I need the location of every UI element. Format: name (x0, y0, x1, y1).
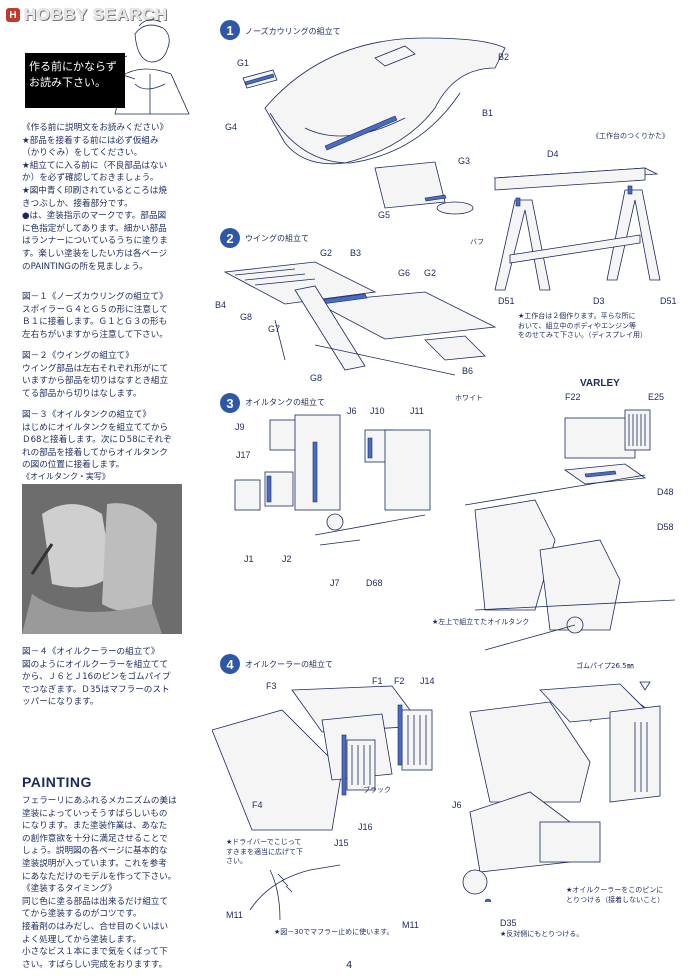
d35-note: ★反対側にもとりつける。 (500, 930, 584, 938)
label-J17: J17 (236, 450, 251, 460)
label-G8-left: G8 (240, 312, 253, 322)
label-D51-left: D51 (498, 296, 515, 306)
label-B4: B4 (215, 300, 227, 310)
paint-buff-label: バフ (470, 238, 484, 246)
label-J7: J7 (330, 578, 340, 588)
step-title-3: オイルタンクの組立て (245, 398, 325, 407)
label-J14: J14 (420, 676, 435, 686)
label-F4: F4 (252, 800, 263, 810)
step-title-1: ノーズカウリングの組立て (245, 27, 341, 36)
label-J16: J16 (358, 822, 373, 832)
label-D4: D4 (547, 149, 559, 159)
intro-notes: 《作る前に説明文をお読みください》 ★部品を接着する前には必ず仮組み （かりぐみ… (22, 123, 169, 272)
label-M11-right: M11 (402, 920, 419, 930)
muffler-note: ★図－30でマフラー止めに使います。 (274, 928, 394, 936)
label-J6-step4: J6 (452, 800, 462, 810)
label-J15: J15 (334, 838, 349, 848)
paint-white-label: ホワイト (455, 394, 483, 402)
stand-title: 《工作台のつくりかた》 (592, 132, 669, 140)
site-logo: H HOBBY SEARCH (6, 5, 168, 25)
label-J6: J6 (347, 406, 357, 416)
read-first-box: 作る前にかならず お読み下さい。 (25, 53, 125, 108)
label-J11: J11 (410, 406, 424, 416)
label-G5: G5 (378, 210, 391, 220)
painting-body: フェラーリにあふれるメカニズムの美は 塗装によっていっそうすばらしいもの になり… (22, 796, 177, 970)
label-G8-bottom: G8 (310, 373, 323, 383)
step-title-4: オイルクーラーの組立て (245, 660, 333, 669)
illustration-man (104, 19, 190, 115)
label-G3: G3 (458, 156, 471, 166)
logo-text: HOBBY SEARCH (24, 5, 168, 24)
painting-title: PAINTING (22, 774, 92, 790)
label-J2: J2 (282, 554, 292, 564)
label-G1: G1 (237, 58, 250, 68)
stand-note: ★工作台は２個作ります。平らな所に おいて、組立中のボディやエンジン等 をのせて… (518, 312, 648, 339)
label-B2: B2 (498, 52, 510, 62)
label-E25: E25 (648, 392, 665, 402)
oil-tank-assembly-drawing (464, 409, 676, 651)
oil-tank-drawing (234, 414, 431, 546)
label-J9: J9 (235, 422, 245, 432)
cooler-pin-note: ★オイルクーラーをこのピンに とりつける（接着しないこと） (566, 886, 665, 904)
engine-cooler-assembly-drawing (462, 681, 661, 902)
driver-note: ★ドライバーでこじって すきまを適当に広げて下 さい。 (226, 838, 303, 865)
logo-mark: H (6, 8, 20, 22)
fig3-note: 図－３《オイルタンクの組立て》 はじめにオイルタンクを組立ててから Ｄ68と接着… (22, 410, 172, 471)
label-B6: B6 (462, 366, 474, 376)
rubber-pipe-label: ゴムパイプ26.5㎜ (576, 662, 634, 670)
label-B3: B3 (350, 248, 362, 258)
photo-caption: 《オイルタンク・実写》 (22, 472, 110, 481)
label-D51-right: D51 (660, 296, 677, 306)
label-B1: B1 (482, 108, 494, 118)
step-number-2: 2 (220, 228, 240, 248)
label-F1: F1 (372, 676, 383, 686)
label-M11-left: M11 (226, 910, 243, 920)
step-number-3: 3 (220, 393, 240, 413)
label-G2-top: G2 (320, 248, 333, 258)
label-D48: D48 (657, 487, 674, 497)
oil-tank-photo (22, 484, 182, 634)
paint-black-label: ブラック (363, 786, 391, 794)
label-D58: D58 (657, 522, 674, 532)
label-G4: G4 (225, 122, 238, 132)
fig2-note: 図－２《ウイングの組立て》 ウイング部品は左右それぞれ形がにて いますから部品を… (22, 351, 169, 399)
muffler-stopper-drawing (249, 864, 341, 921)
oil-cooler-drawing (212, 685, 433, 831)
nose-cowling-drawing (242, 37, 506, 215)
step-number-4: 4 (220, 654, 240, 674)
label-D35: D35 (500, 918, 517, 928)
label-F22: F22 (565, 392, 581, 402)
label-G2-right: G2 (424, 268, 437, 278)
label-D68: D68 (366, 578, 383, 588)
fig1-note: 図－１《ノーズカウリングの組立て》 スポイラーＧ４とＧ５の形に注意して Ｂ１に接… (22, 292, 168, 340)
step-number-1: 1 (220, 20, 240, 40)
label-F2: F2 (394, 676, 405, 686)
wing-drawing (223, 261, 497, 376)
label-J1: J1 (244, 554, 254, 564)
label-J10: J10 (370, 406, 385, 416)
varley-label: VARLEY (580, 378, 620, 389)
page-number: 4 (346, 960, 353, 971)
fig4-note: 図－４《オイルクーラーの組立て》 図のようにオイルクーラーを組立てて から、Ｊ６… (22, 647, 171, 708)
label-F3: F3 (266, 681, 277, 691)
oiltank-note: ★左上で組立てたオイルタンク (432, 618, 530, 626)
step-title-2: ウイングの組立て (245, 234, 309, 243)
label-D3: D3 (593, 296, 605, 306)
label-G6: G6 (398, 268, 411, 278)
label-G7: G7 (268, 324, 281, 334)
read-first-text: 作る前にかならず お読み下さい。 (29, 60, 117, 89)
work-stand-drawing (493, 167, 661, 291)
